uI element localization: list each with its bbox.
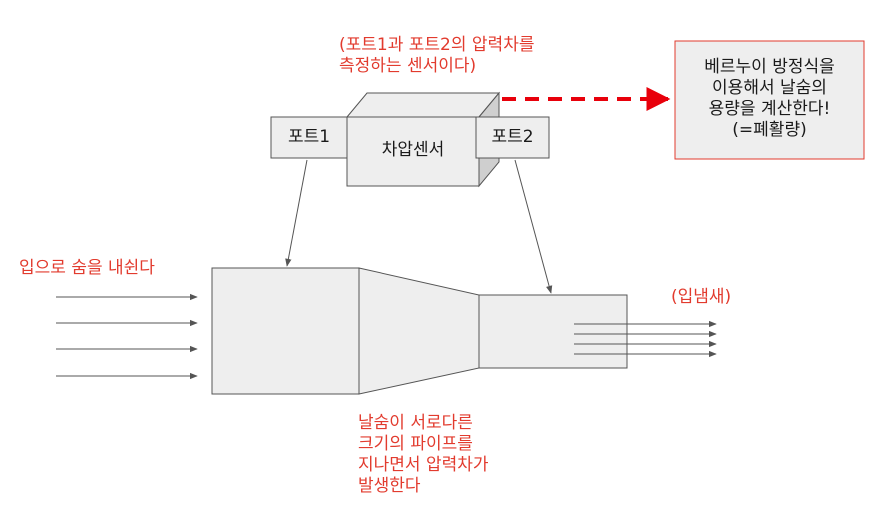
pipe-taper-section bbox=[358, 267, 480, 395]
sensor-note-line1: (포트1과 포트2의 압력차를 bbox=[339, 35, 535, 55]
pipe-wide-section bbox=[211, 267, 360, 395]
sensor-label: 차압센서 bbox=[381, 140, 445, 160]
pipe-note-line1: 날숨이 서로다른 bbox=[358, 413, 473, 433]
outlet-label: (입냄새) bbox=[671, 287, 732, 307]
outlet-flow-arrows bbox=[574, 320, 717, 358]
port2-label: 포트2 bbox=[491, 127, 534, 147]
pipe-note-line2: 크기의 파이프를 bbox=[358, 434, 473, 454]
result-box bbox=[674, 40, 865, 160]
pipe-note-line3: 지나면서 압력차가 bbox=[358, 455, 489, 475]
pipe bbox=[211, 267, 628, 395]
sensor-front-face bbox=[346, 116, 480, 187]
port1-connector-arrow bbox=[285, 159, 308, 267]
result-line2: 이용해서 날숨의 bbox=[712, 78, 827, 98]
pipe-note-line4: 발생한다 bbox=[358, 476, 421, 496]
differential-pressure-sensor bbox=[345, 91, 501, 188]
port1-label: 포트1 bbox=[287, 127, 331, 147]
port1-box bbox=[270, 116, 348, 159]
result-line4: (=폐활량) bbox=[732, 120, 807, 140]
inlet-flow-arrows bbox=[56, 293, 198, 380]
port2-connector-arrow bbox=[514, 159, 553, 294]
result-line1: 베르누이 방정식을 bbox=[704, 57, 835, 77]
sensor-note-line2: 측정하는 센서이다) bbox=[339, 56, 477, 76]
inlet-label: 입으로 숨을 내쉰다 bbox=[19, 258, 155, 278]
result-line3: 용량을 계산한다! bbox=[708, 99, 831, 119]
sensor-top-face bbox=[345, 92, 501, 118]
port2-box bbox=[475, 116, 550, 159]
pipe-narrow-section bbox=[478, 294, 628, 369]
